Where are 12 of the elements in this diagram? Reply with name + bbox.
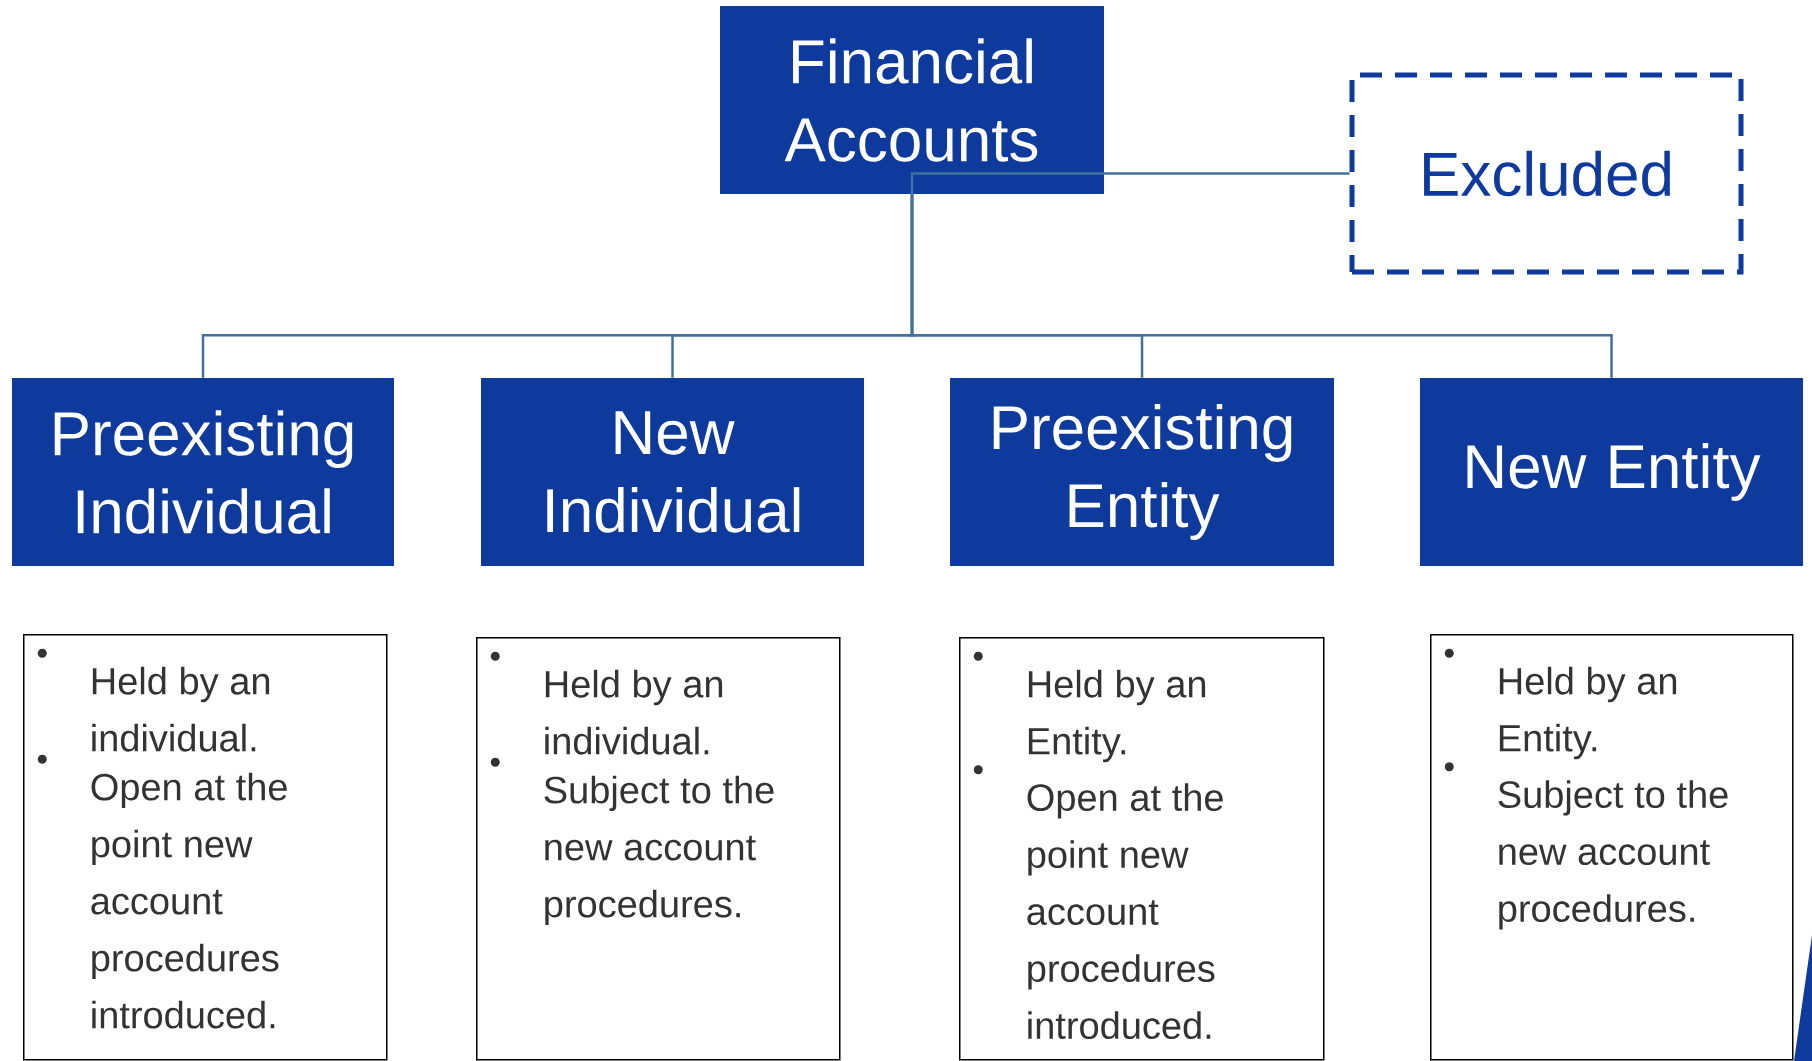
bullet-list-box: Held by an Entity. Open at the point new account procedures introduced. — [959, 637, 1325, 1061]
dashed-box: Excluded — [1349, 72, 1744, 275]
connector-line — [910, 194, 1613, 378]
category-box: New Entity — [1420, 378, 1803, 566]
bullet-list-box: Held by an individual. Open at the point new account procedures introduced. — [23, 634, 388, 1061]
category-box: New Individual — [481, 378, 864, 566]
bullet-list-box: Held by an Entity. Subject to the new account procedures. — [1430, 634, 1794, 1061]
category-box: Financial Accounts — [720, 6, 1104, 194]
connector-line — [910, 172, 1350, 195]
category-box: Preexisting Individual — [12, 378, 394, 566]
bullet-list-box: Held by an individual. Subject to the new account procedures. — [476, 637, 841, 1061]
category-box: Preexisting Entity — [950, 378, 1334, 566]
